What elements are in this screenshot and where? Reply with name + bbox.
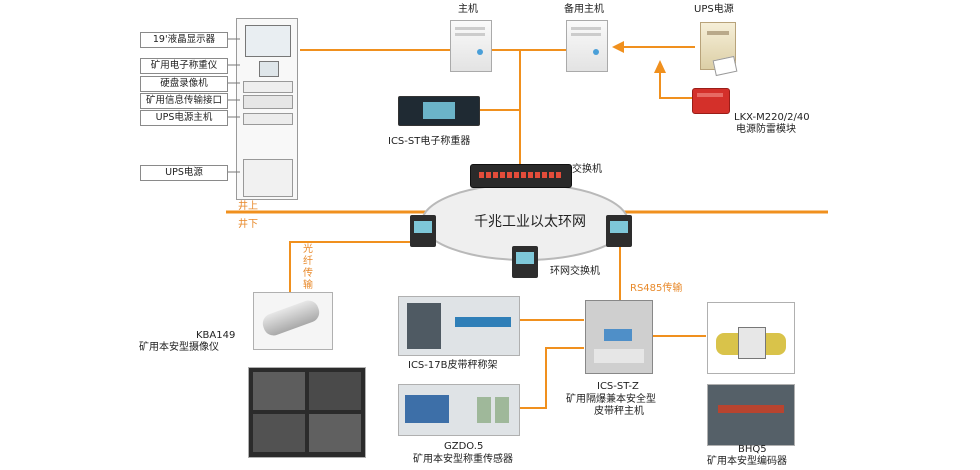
weigher-icon [398, 96, 480, 126]
ring-title: 千兆工业以太环网 [474, 214, 586, 230]
weigher-label: ICS-ST电子称重器 [388, 136, 471, 147]
ups-label: UPS电源 [694, 4, 734, 15]
cabinet-label-ups-host: UPS电源主机 [140, 110, 228, 126]
sensor-desc-label: 矿用本安型称重传感器 [413, 454, 513, 465]
rs485-label: RS485传输 [630, 283, 683, 294]
above-ground-label: 井上 [238, 201, 258, 212]
surge-module-icon [692, 88, 730, 114]
host-desc-2-label: 皮带秤主机 [594, 406, 644, 417]
camera-desc-label: 矿用本安型摄像仪 [139, 342, 219, 353]
frame-label: ICS-17B皮带秤称架 [408, 360, 498, 371]
host-model-label: ICS-ST-Z [597, 381, 639, 392]
control-cabinet [236, 18, 298, 200]
ring-switch-right-icon [606, 215, 632, 247]
cabinet-label-interface: 矿用信息传输接口 [140, 93, 228, 109]
cabinet-label-dvr: 硬盘录像机 [140, 76, 228, 92]
encoder-site-photo [707, 384, 795, 446]
fiber-char-3: 传 [303, 268, 313, 279]
sensor-photo [398, 384, 520, 436]
main-host-label: 主机 [458, 4, 478, 15]
cabinet-label-lcd: 19'液晶显示器 [140, 32, 228, 48]
weigh-instrument [259, 61, 279, 77]
below-ground-label: 井下 [238, 219, 258, 230]
ring-switch-left-icon [410, 215, 436, 247]
lcd-display [245, 25, 291, 57]
sensor-model-label: GZDO.5 [444, 441, 484, 452]
fiber-char-1: 光 [303, 244, 313, 255]
host-desc-1-label: 矿用隔爆兼本安全型 [566, 394, 656, 405]
backup-host-icon [566, 20, 608, 72]
fiber-char-2: 纤 [303, 256, 313, 267]
arrow-to-backup [612, 41, 624, 53]
cabinet-label-ups: UPS电源 [140, 165, 228, 181]
belt-frame-photo [398, 296, 520, 356]
fiber-char-4: 输 [303, 280, 313, 291]
surge-desc-label: 电源防雷模块 [736, 124, 796, 135]
switch-label: 交换机 [572, 164, 602, 175]
encoder-photo [707, 302, 795, 374]
ring-switch-label: 环网交换机 [550, 266, 600, 277]
encoder-desc-label: 矿用本安型编码器 [707, 456, 787, 467]
surge-model-label: LKX-M220/2/40 [734, 112, 810, 123]
cabinet-label-weigher: 矿用电子称重仪 [140, 58, 228, 74]
monitor-screenshot [248, 367, 366, 458]
backup-host-label: 备用主机 [564, 4, 604, 15]
arrow-to-ups [654, 60, 666, 73]
encoder-model-label: BHQ5 [738, 444, 767, 455]
camera-model-label: KBA149 [196, 330, 236, 341]
switch-icon [470, 164, 572, 188]
camera-photo [253, 292, 333, 350]
main-host-icon [450, 20, 492, 72]
belt-scale-host-icon [585, 300, 653, 374]
ring-switch-bottom-icon [512, 246, 538, 278]
